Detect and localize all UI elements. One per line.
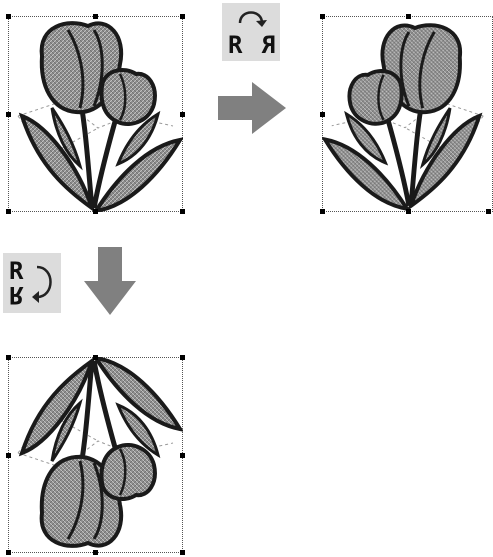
mirrored-tulip-design[interactable]: [322, 16, 493, 212]
resize-handle-bm[interactable]: [93, 209, 98, 214]
resize-handle-tl[interactable]: [6, 14, 11, 19]
flipped-handle-tm[interactable]: [93, 355, 98, 360]
flipped-handle-ml[interactable]: [6, 453, 11, 458]
mirror-v-glyph-top: R: [9, 257, 24, 285]
arrow-down-icon: [84, 247, 136, 315]
mirrored-handle-bm[interactable]: [406, 209, 411, 214]
mirrored-handle-br[interactable]: [486, 209, 491, 214]
original-tulip-design[interactable]: [8, 16, 183, 212]
mirrored-handle-ml[interactable]: [320, 112, 325, 117]
flipped-tulip-design[interactable]: [8, 357, 183, 553]
flip-horizontal-icon: R R: [222, 3, 280, 61]
mirrored-handle-bl[interactable]: [320, 209, 325, 214]
resize-handle-tr[interactable]: [180, 14, 185, 19]
flip-vertical-icon: R R: [3, 253, 61, 313]
mirror-vertical-button[interactable]: R R: [3, 253, 61, 313]
flipped-handle-br[interactable]: [180, 550, 185, 555]
mirror-h-glyph-right: R: [261, 31, 276, 59]
resize-handle-br[interactable]: [180, 209, 185, 214]
mirrored-handle-tm[interactable]: [406, 14, 411, 19]
mirror-h-glyph-left: R: [228, 31, 243, 59]
resize-handle-mr[interactable]: [180, 112, 185, 117]
resize-handle-bl[interactable]: [6, 209, 11, 214]
flipped-handle-tl[interactable]: [6, 355, 11, 360]
mirror-v-glyph-bottom: R: [9, 281, 24, 309]
flipped-handle-bl[interactable]: [6, 550, 11, 555]
flipped-handle-tr[interactable]: [180, 355, 185, 360]
arrow-right-icon: [218, 82, 288, 134]
flipped-handle-bm[interactable]: [93, 550, 98, 555]
mirrored-handle-tl[interactable]: [320, 14, 325, 19]
resize-handle-tm[interactable]: [93, 14, 98, 19]
flipped-handle-mr[interactable]: [180, 453, 185, 458]
resize-handle-ml[interactable]: [6, 112, 11, 117]
mirror-horizontal-button[interactable]: R R: [222, 3, 280, 61]
